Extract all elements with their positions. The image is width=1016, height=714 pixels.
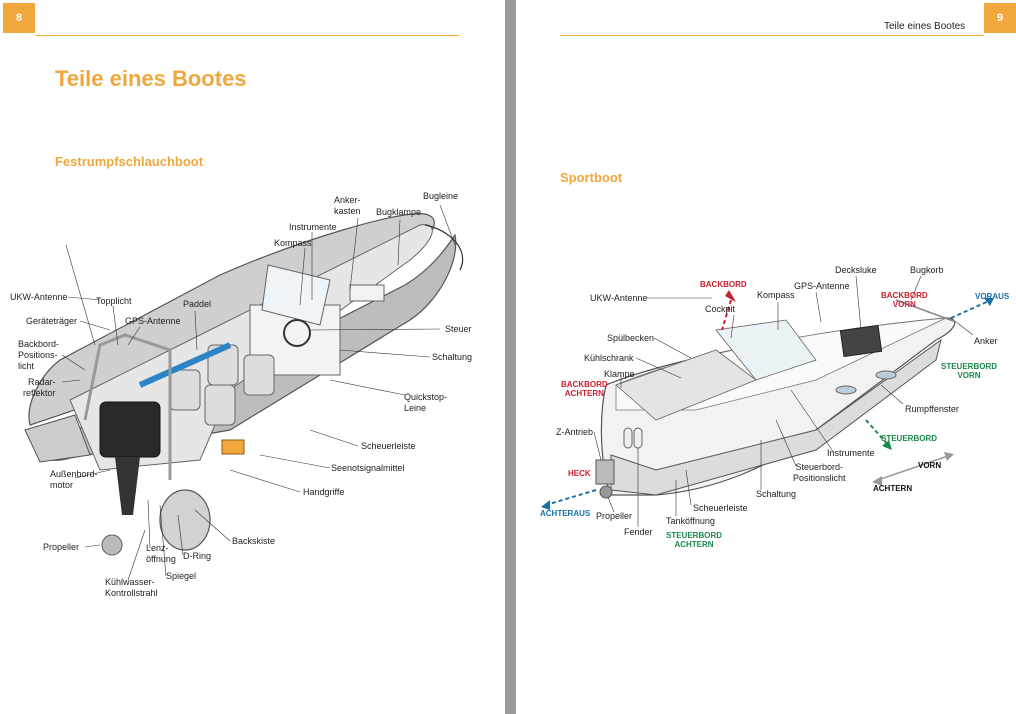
label-instrumente: Instrumente [827,448,875,458]
label-d-ring: D-Ring [183,551,212,561]
label-backbord-achtern: BACKBORD ACHTERN [561,380,608,398]
label-spuelbecken: Spülbecken [607,333,655,343]
label-ukw-antenne: UKW-Antenne [590,293,648,303]
label-anker: Anker [974,336,998,346]
label-backskiste: Backskiste [232,536,276,546]
header-rule [36,35,459,36]
rib-boat-illustration [24,204,464,581]
label-propeller: Propeller [596,511,633,521]
label-bugkorb: Bugkorb [910,265,944,275]
page-number: 9 [984,3,1016,33]
sportboat-illustration [541,275,994,527]
label-steuerbord: STEUERBORD [881,434,938,443]
label-instrumente: Instrumente [289,222,337,232]
label-decksluke: Decksluke [835,265,877,275]
label-kuehlwasser-kontrollstrahl: Kühlwasser- Kontrollstrahl [105,577,158,598]
label-heck: HECK [568,469,591,478]
label-kuehlschrank: Kühlschrank [584,353,634,363]
label-schaltung: Schaltung [432,352,473,362]
label-rumpffenster: Rumpffenster [905,404,959,414]
label-achteraus: ACHTERAUS [540,509,591,518]
right-page: Teile eines Bootes 9 Sportboot [516,0,1016,714]
label-schaltung: Schaltung [756,489,797,499]
label-vorn: VORN [918,461,942,470]
left-page: 8 Teile eines Bootes Festrumpfschlauchbo… [0,0,505,714]
label-ankerkasten: Anker- kasten [334,195,361,216]
label-fender: Fender [624,527,653,537]
label-bugklampe: Bugklampe [376,207,422,217]
label-ukw-antenne: UKW-Antenne [10,292,68,302]
label-steuer: Steuer [445,324,472,334]
page-title: Teile eines Bootes [55,66,247,91]
label-scheuerleiste: Scheuerleiste [361,441,416,451]
label-lenzoeffnung: Lenz- öffnung [146,543,176,564]
label-cockpit: Cockpit [705,304,736,314]
label-voraus: VORAUS [975,292,1010,301]
label-quickstop-leine: Quickstop- Leine [404,392,448,413]
label-backbord-vorn: BACKBORD VORN [881,291,928,309]
section-title: Festrumpfschlauchboot [55,154,204,169]
label-topplicht: Topplicht [96,296,132,306]
label-scheuerleiste: Scheuerleiste [693,503,748,513]
label-steuerbord-positionslicht: Steuerbord- Positionslicht [793,462,846,483]
label-steuerbord-vorn: STEUERBORD VORN [941,362,998,380]
section-title: Sportboot [560,170,623,185]
label-radarreflektor: Radar- reflektor [23,377,56,398]
page-number: 8 [3,3,35,33]
label-gps-antenne: GPS-Antenne [125,316,181,326]
label-paddel: Paddel [183,299,212,309]
label-kompass: Kompass [274,238,312,248]
label-gps-antenne: GPS-Antenne [794,281,850,291]
label-spiegel: Spiegel [166,571,197,581]
label-bugleine: Bugleine [423,191,459,201]
label-kompass: Kompass [757,290,795,300]
label-handgriffe: Handgriffe [303,487,345,497]
header-rule [560,35,984,36]
label-geraetetraeger: Geräteträger [26,316,78,326]
label-propeller: Propeller [43,542,80,552]
label-backbord: BACKBORD [700,280,747,289]
label-klampe: Klampe [604,369,635,379]
label-backbord-positionslicht: Backbord- Positions- licht [18,339,60,371]
label-z-antrieb: Z-Antrieb [556,427,594,437]
label-tankoeffnung: Tanköffnung [666,516,715,526]
label-steuerbord-achtern: STEUERBORD ACHTERN [666,531,723,549]
label-aussenbordmotor: Außenbord- motor [50,469,98,490]
label-achtern: ACHTERN [873,484,913,493]
label-seenotsignalmittel: Seenotsignalmittel [331,463,405,473]
running-head: Teile eines Bootes [884,21,966,32]
